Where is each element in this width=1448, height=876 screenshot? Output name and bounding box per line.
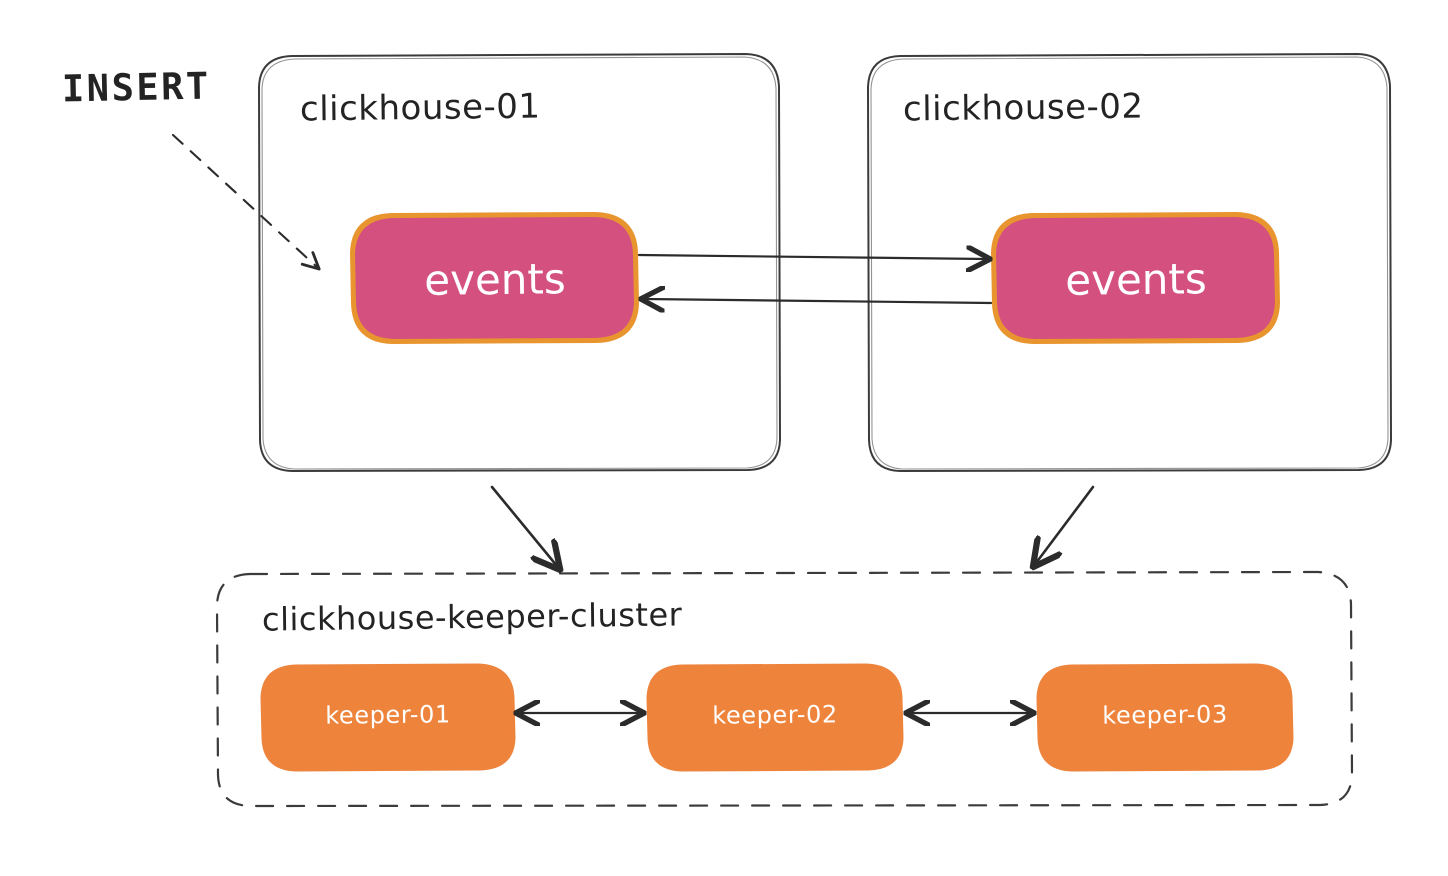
insert-annotation-label: INSERT — [61, 64, 212, 111]
edge-events-02-to-events-01 — [645, 299, 993, 303]
table-events-02[interactable] — [991, 212, 1280, 344]
node-label-keeper-03: keeper-03 — [1102, 700, 1228, 730]
node-label-keeper-01: keeper-01 — [325, 700, 451, 730]
container-title-clickhouse-01: clickhouse-01 — [299, 86, 541, 130]
node-keeper-01[interactable] — [260, 663, 516, 772]
edge-clickhouse-02-to-keeper-cluster — [1036, 485, 1095, 563]
node-keeper-02[interactable] — [646, 663, 904, 772]
edge-clickhouse-01-to-keeper-cluster — [490, 485, 557, 566]
node-label-keeper-02: keeper-02 — [712, 700, 838, 730]
table-label-events-02: events — [1064, 254, 1208, 305]
node-keeper-03[interactable] — [1036, 663, 1294, 772]
table-events-01[interactable] — [350, 212, 639, 344]
container-title-clickhouse-02: clickhouse-02 — [902, 86, 1144, 130]
table-label-events-01: events — [423, 254, 567, 305]
container-title-clickhouse-keeper-cluster: clickhouse-keeper-cluster — [261, 595, 683, 639]
edge-events-01-to-events-02 — [637, 255, 986, 259]
edge-insert-to-events-01 — [171, 133, 321, 271]
